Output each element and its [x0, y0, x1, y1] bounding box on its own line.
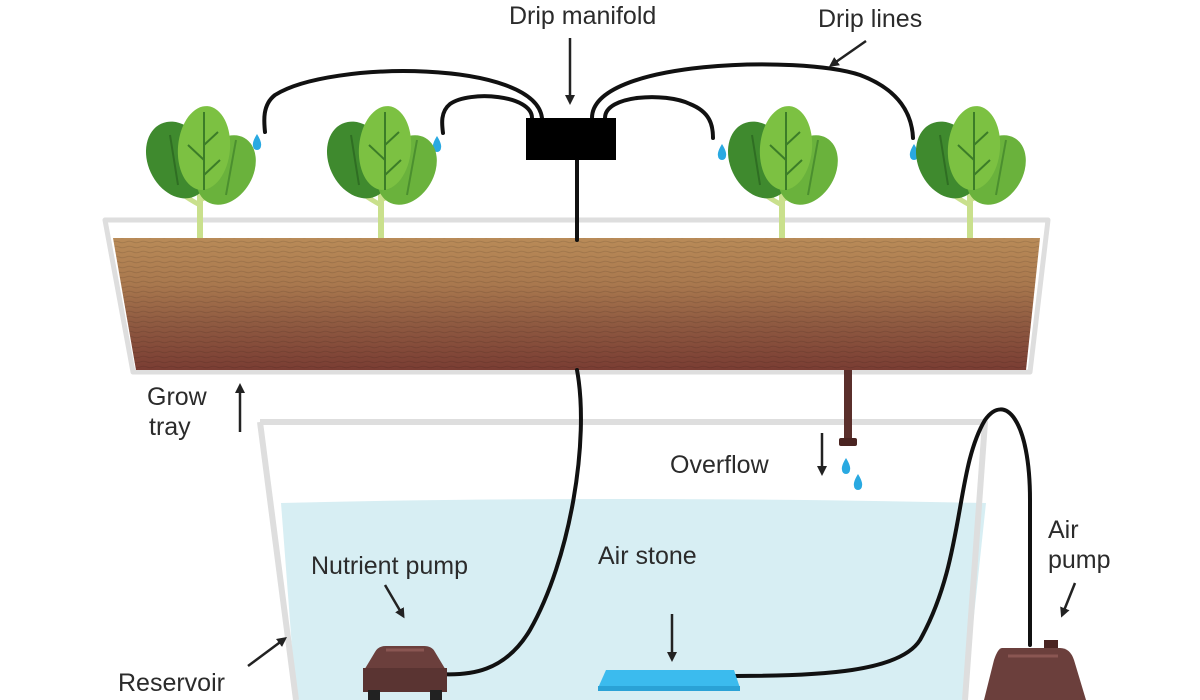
nutrient-pump: [363, 646, 447, 700]
label-drip-manifold: Drip manifold: [509, 2, 657, 30]
tubing: [262, 62, 1032, 678]
plant-2: [326, 106, 437, 238]
grow-tray: [102, 217, 1051, 375]
drip-line-4: [590, 62, 915, 140]
grow-tray-soil-texture: [113, 238, 1040, 370]
label-drip-lines: Drip lines: [818, 5, 923, 33]
label-overflow: Overflow: [670, 451, 769, 479]
drip-line-2: [440, 94, 534, 135]
overflow-pipe: [839, 370, 857, 446]
droplet-6: [853, 474, 863, 490]
plant-4: [915, 106, 1026, 238]
label-air-pump: Air pump: [1048, 515, 1111, 575]
droplet-5: [841, 458, 851, 474]
drip-line-3: [603, 95, 715, 140]
air-pump: [984, 640, 1086, 700]
arrow-reservoir: [247, 637, 288, 668]
drip-manifold: [526, 118, 616, 160]
plant-3: [727, 106, 838, 238]
plant-1: [145, 106, 256, 238]
label-air-pump-line-1: Air: [1048, 516, 1079, 544]
arrow-air-pump: [1060, 582, 1077, 618]
air-tube: [734, 407, 1032, 678]
reservoir-water: [281, 499, 986, 700]
label-nutrient-pump: Nutrient pump: [311, 552, 469, 580]
label-air-stone: Air stone: [598, 542, 697, 570]
droplet-2: [432, 136, 442, 152]
droplets: [252, 134, 919, 490]
droplet-3: [717, 144, 727, 160]
arrow-nutrient-pump: [383, 584, 405, 619]
label-reservoir: Reservoir: [118, 669, 225, 697]
arrows: [235, 38, 1077, 668]
label-grow-tray: Grow tray: [147, 382, 207, 442]
droplet-1: [252, 134, 262, 150]
label-grow-tray-line-2: tray: [149, 413, 191, 441]
supply-tube: [436, 158, 583, 677]
label-grow-tray-line-1: Grow: [147, 383, 207, 411]
droplet-4: [909, 144, 919, 160]
arrow-drip-lines: [828, 39, 867, 67]
drip-line-1: [262, 69, 544, 134]
air-stone: [598, 670, 740, 691]
label-air-pump-line-2: pump: [1048, 546, 1111, 574]
